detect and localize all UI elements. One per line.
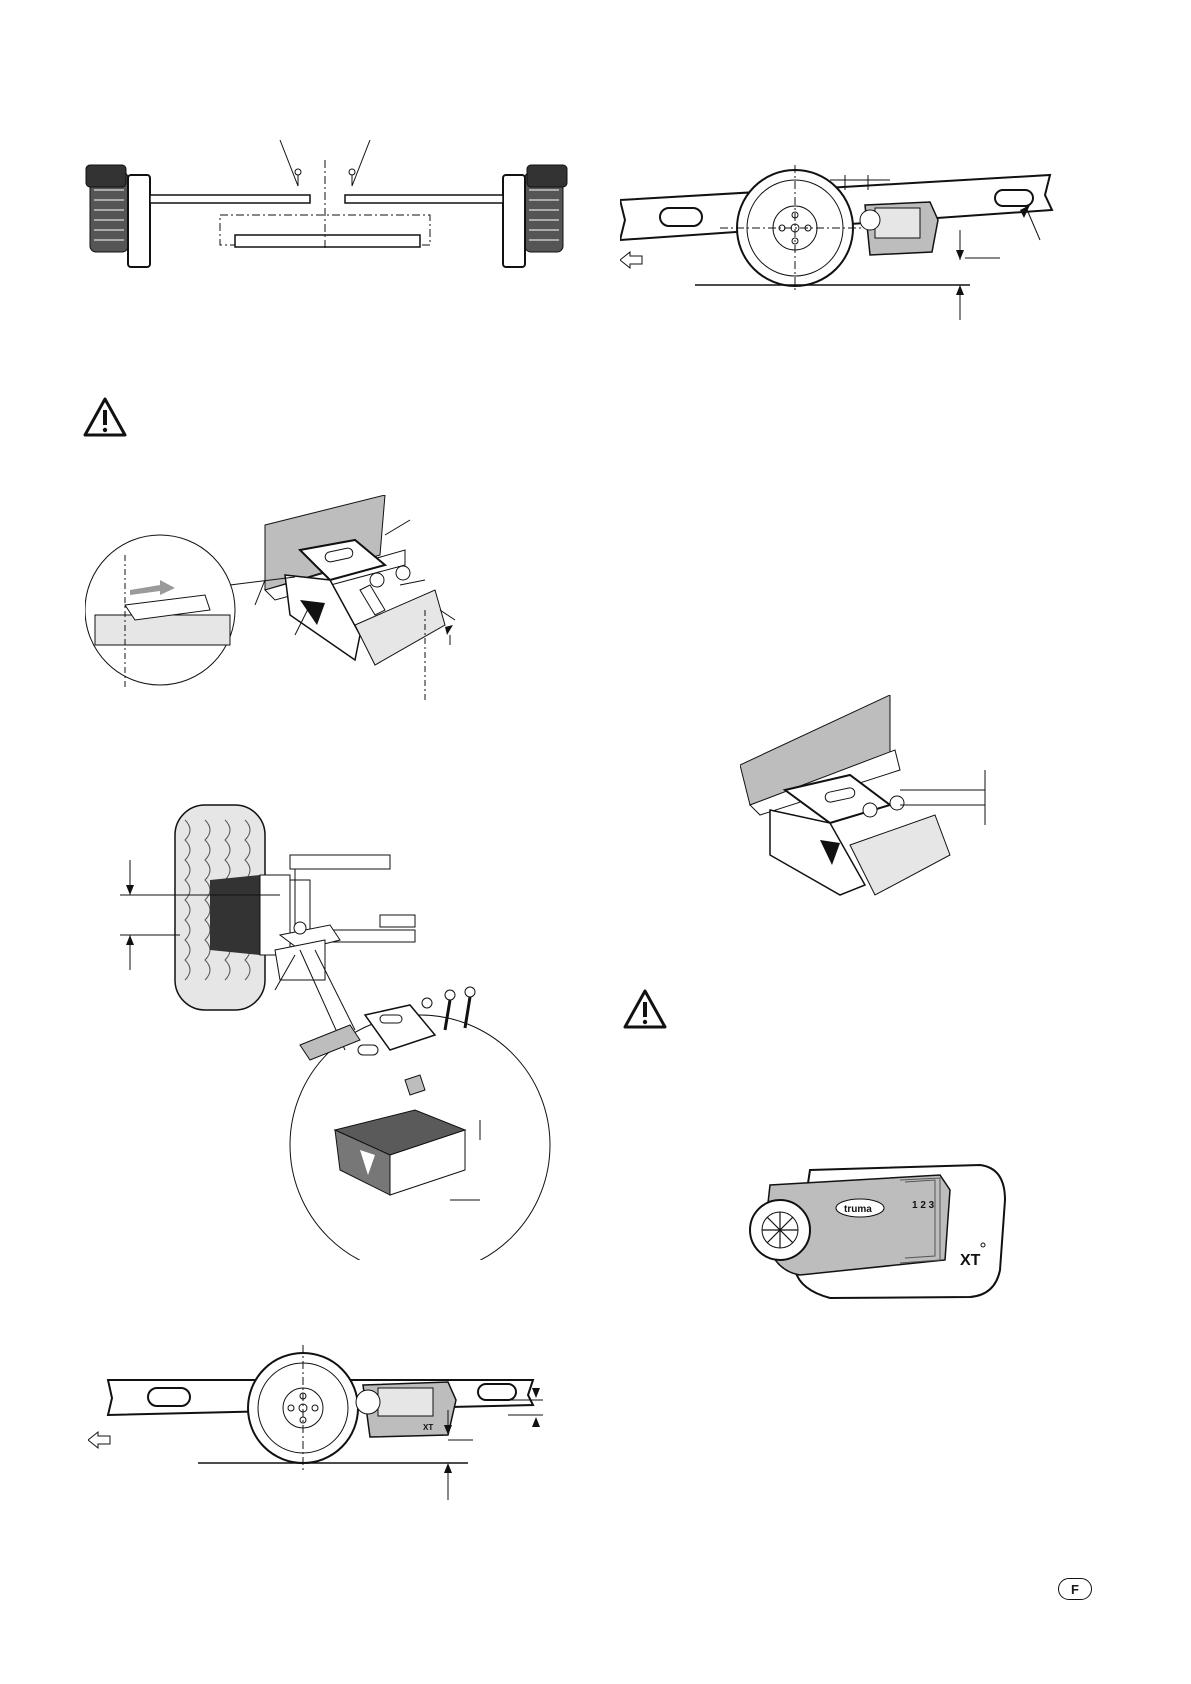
setting-numbers: 1 2 3 bbox=[912, 1200, 935, 1211]
figure-axle-assembly bbox=[80, 140, 600, 280]
figure-clamp-mount-right bbox=[740, 695, 990, 920]
warning-icon bbox=[622, 988, 668, 1030]
figure-wheel-mover-exploded bbox=[120, 800, 600, 1260]
xt-label-small: XT bbox=[423, 1423, 433, 1432]
figure-chassis-side-view-bottom: XT bbox=[88, 1340, 578, 1510]
figure-clamp-mount-detail bbox=[85, 495, 505, 765]
brand-label: truma bbox=[844, 1204, 872, 1215]
xt-label-large: XT bbox=[960, 1252, 981, 1269]
page-language-badge: F bbox=[1058, 1578, 1092, 1600]
figure-xt-drive-unit: truma 1 2 3 XT bbox=[740, 1160, 1010, 1305]
warning-icon bbox=[82, 396, 128, 438]
figure-chassis-side-view-top bbox=[620, 160, 1110, 330]
